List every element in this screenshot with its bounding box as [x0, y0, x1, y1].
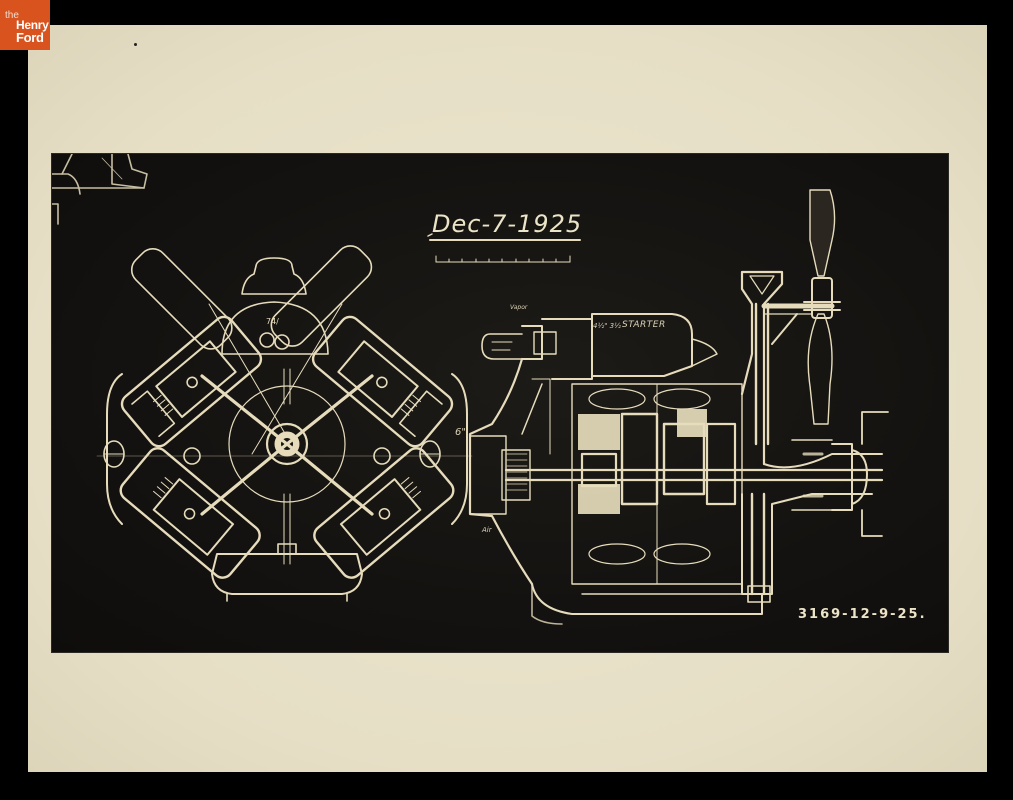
- cylinder-lower-right: [313, 447, 455, 579]
- svg-text:74/: 74/: [266, 317, 279, 326]
- fan-blades-front: [130, 245, 373, 455]
- front-view-x-engine: 74/: [96, 245, 473, 602]
- starter-size-annotation: 4½" 3½: [593, 322, 621, 330]
- henry-ford-logo: the Henry Ford: [0, 0, 50, 50]
- engine-drawing: 74/: [52, 154, 889, 625]
- corner-fragment: [52, 154, 148, 225]
- side-view-engine: [468, 189, 889, 625]
- logo-ford: Ford: [16, 30, 44, 45]
- vapor-annotation: Vapor: [510, 304, 528, 311]
- scale-bar: [435, 255, 571, 263]
- air-annotation: Air: [482, 526, 492, 534]
- cylinder-upper-right: [311, 315, 454, 448]
- starter-annotation: STARTER: [622, 320, 666, 330]
- drawing-number: 3169-12-9-25.: [798, 607, 927, 622]
- logo-henry: Henry: [16, 18, 49, 32]
- dust-speck: [134, 43, 137, 46]
- fan-blade-side: [803, 189, 841, 425]
- six-inch-annotation: 6": [455, 427, 466, 438]
- cylinder-lower-left: [119, 447, 261, 579]
- blueprint-print: 74/: [52, 154, 948, 652]
- logo-the: the: [5, 10, 19, 21]
- cylinder-upper-left: [120, 315, 263, 448]
- drawing-date: Dec-7-1925: [432, 210, 583, 238]
